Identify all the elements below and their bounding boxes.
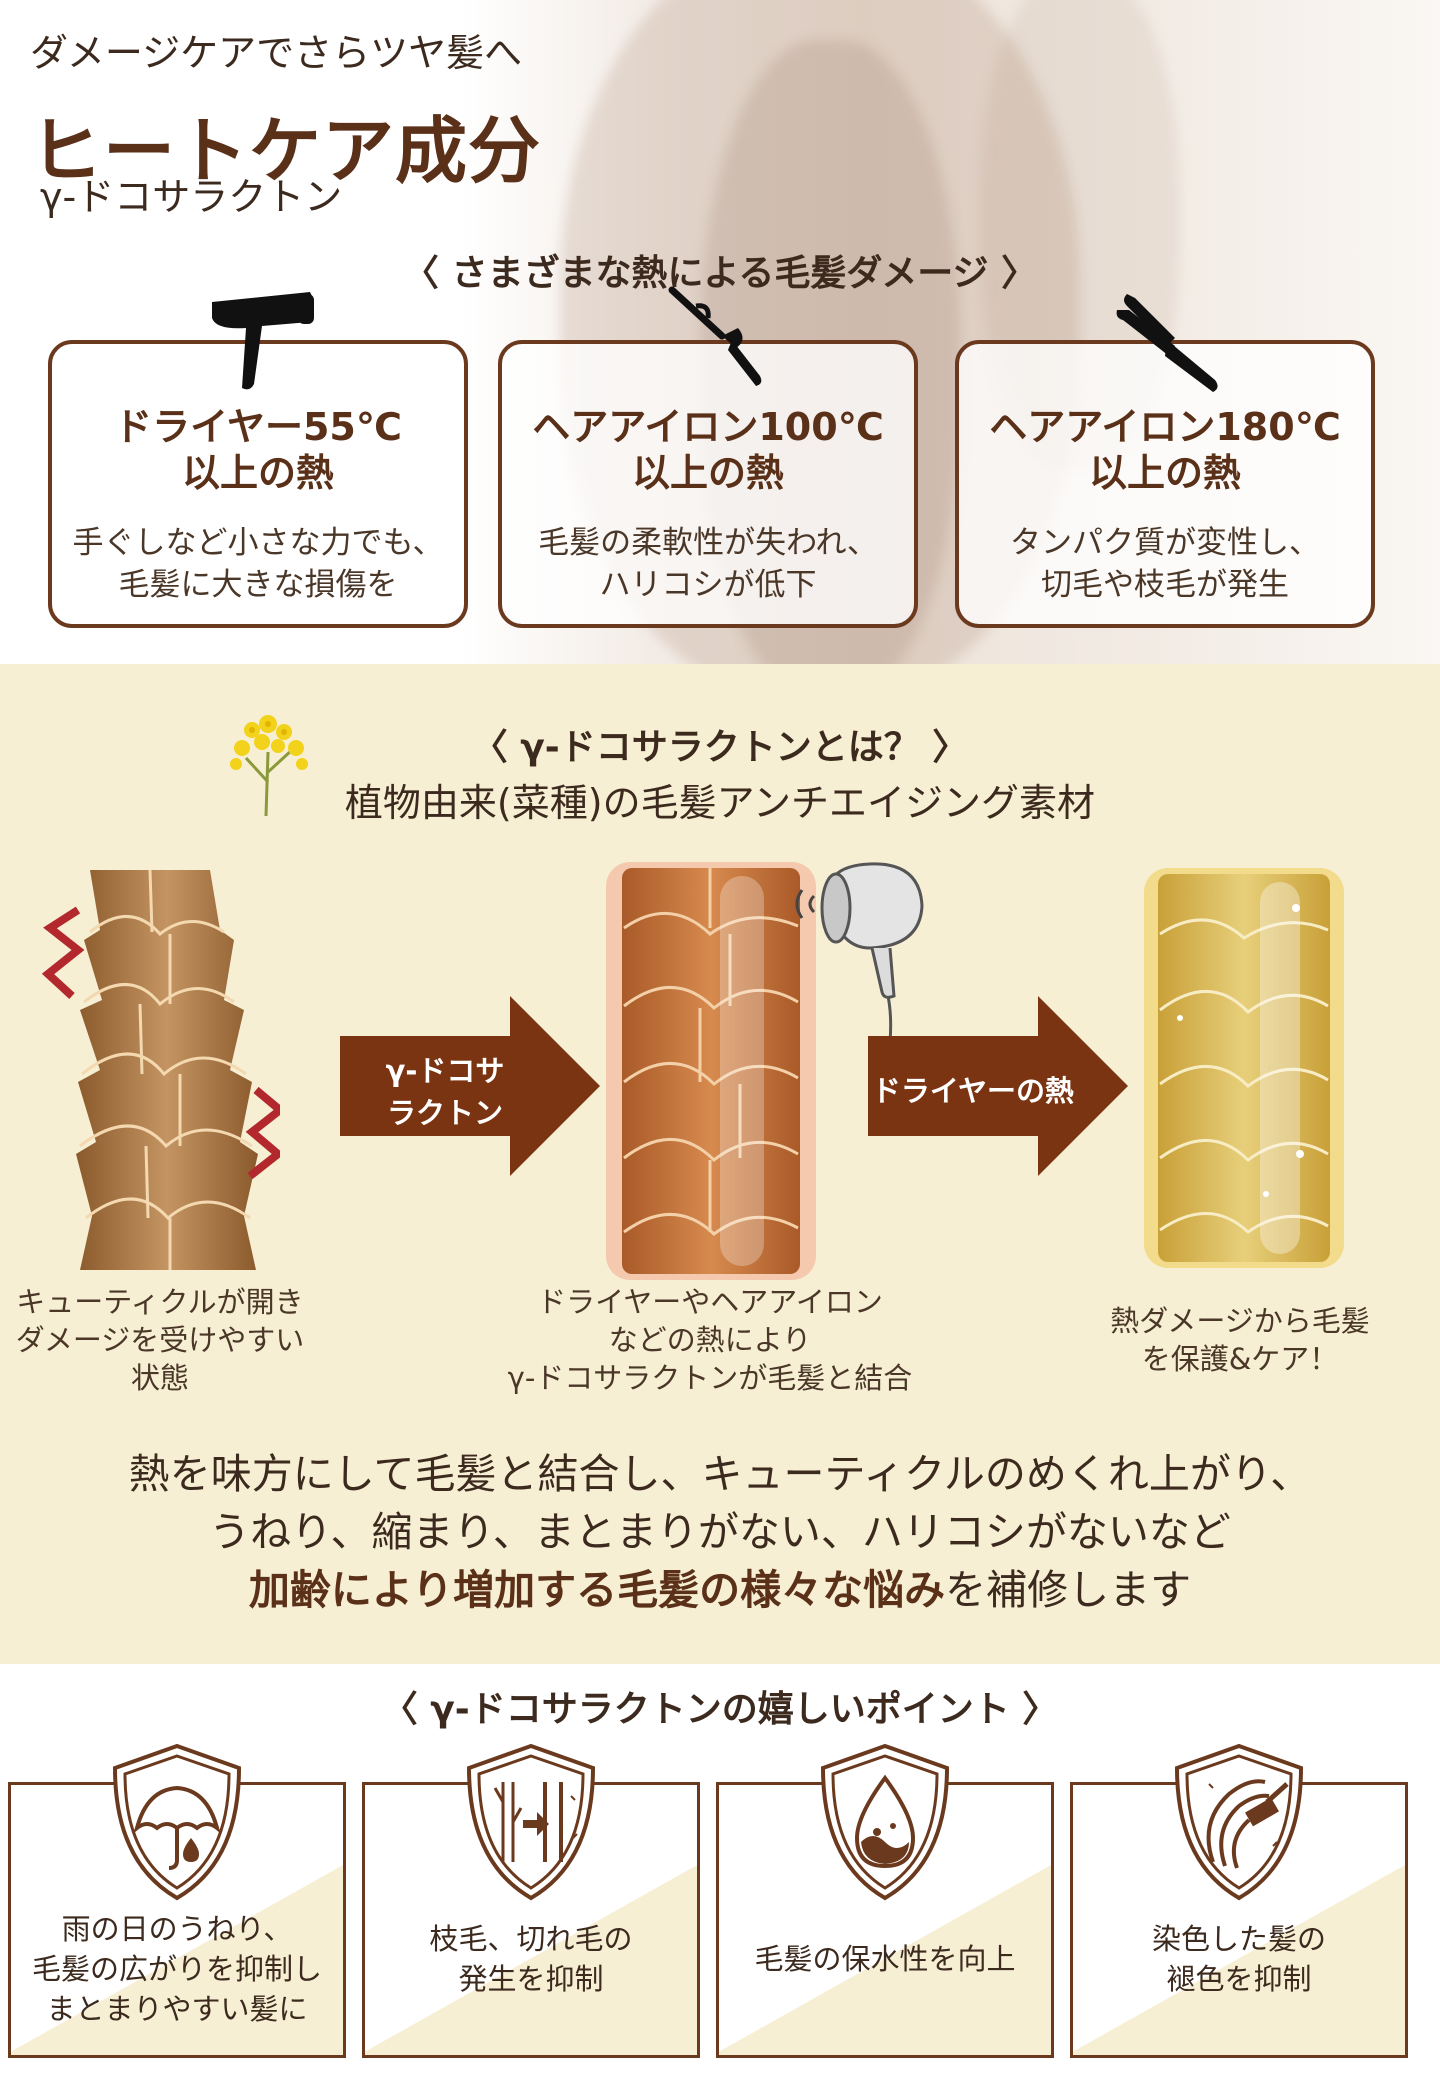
ingredient-name: γ‐ドコサラクトン (40, 175, 343, 219)
damaged-cuticle-icon (41, 870, 280, 1270)
arrow-label: γ‐ドコサ ラクトン (385, 1054, 505, 1130)
point-card-text: 毛髪の保水性を向上 (754, 1942, 1016, 1976)
summary-line: 加齢により増加する毛髪の様々な悩みを補修します (248, 1566, 1192, 1614)
about-subheading: 植物由来(菜種)の毛髪アンチエイジング素材 (344, 781, 1096, 825)
flat-iron-icon (1116, 294, 1218, 392)
point-card-text: 枝毛、切れ毛の 発生を抑制 (429, 1922, 633, 1996)
stage-caption: 熱ダメージから毛髪 を保護&ケア！ (1110, 1304, 1370, 1376)
damage-card-text: 手ぐしなど小さな力でも、 毛髪に大きな損傷を (72, 525, 444, 603)
curling-iron-icon (668, 286, 762, 386)
damage-heading: 〈 さまざまな熱による毛髪ダメージ 〉 (402, 253, 1038, 294)
arrow-label: ドライヤーの熱 (871, 1074, 1075, 1108)
damage-card-title: ヘアアイロン180℃ 以上の熱 (989, 405, 1341, 495)
summary-highlight: 加齢により増加する毛髪の様々な悩み (248, 1566, 946, 1614)
stage-caption: キューティクルが開き ダメージを受けやすい 状態 (15, 1285, 305, 1395)
about-heading: 〈 γ‐ドコサラクトンとは？ 〉 (471, 727, 969, 768)
protected-hair-icon (1144, 868, 1344, 1268)
damage-card-flat-iron: ヘアアイロン180℃ 以上の熱 タンパク質が変性し、 切毛や枝毛が発生 (955, 294, 1375, 628)
bonding-hair-icon (606, 862, 924, 1280)
tagline: ダメージケアでさらツヤ髪へ (30, 31, 523, 75)
umbrella-shield-icon (112, 1743, 242, 1901)
arrow-apply-ingredient (340, 996, 600, 1176)
damage-card-title: ヘアアイロン100℃ 以上の熱 (532, 405, 884, 495)
stage-caption: ドライヤーやヘアアイロン などの熱により γ‐ドコサラクトンが毛髪と結合 (507, 1285, 913, 1395)
water-drop-shield-icon (820, 1743, 950, 1901)
point-card: 毛髪の保水性を向上 (716, 1782, 1054, 2058)
point-card-text: 雨の日のうねり、 毛髪の広がりを抑制し まとまりやすい髪に (31, 1912, 322, 2026)
summary-line: うねり、縮まり、まとまりがない、ハリコシがないなど (209, 1508, 1231, 1556)
damage-card-title: ドライヤー55℃ 以上の熱 (114, 405, 402, 495)
point-card-text: 染色した髪の 褪色を抑制 (1151, 1922, 1326, 1996)
points-heading: 〈 γ‐ドコサラクトンの嬉しいポイント 〉 (381, 1689, 1059, 1730)
damage-card-curling-iron: ヘアアイロン100℃ 以上の熱 毛髪の柔軟性が失われ、 ハリコシが低下 (498, 286, 918, 628)
hair-dye-shield-icon (1174, 1743, 1304, 1901)
damage-card-text: 毛髪の柔軟性が失われ、 ハリコシが低下 (538, 525, 878, 603)
split-end-shield-icon (466, 1743, 596, 1901)
damage-card-dryer: ドライヤー55℃ 以上の熱 手ぐしなど小さな力でも、 毛髪に大きな損傷を (48, 292, 468, 628)
hair-dryer-icon (212, 292, 314, 390)
rapeseed-flower-icon (230, 715, 308, 816)
page-title: ヒートケア成分 (30, 109, 542, 193)
arrow-dryer-heat (868, 996, 1128, 1176)
damage-card-text: タンパク質が変性し、 切毛や枝毛が発生 (1010, 525, 1320, 603)
summary-line: 熱を味方にして毛髪と結合し、キューティクルのめくれ上がり、 (128, 1450, 1312, 1498)
